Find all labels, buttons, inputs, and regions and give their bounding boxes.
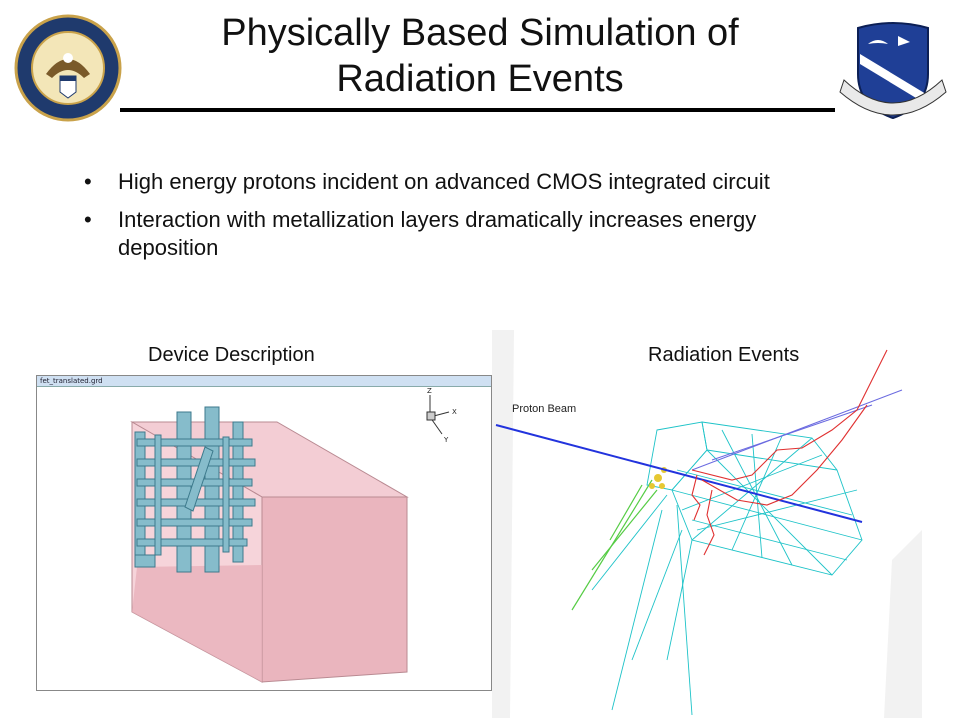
bg-shade-left bbox=[492, 330, 514, 718]
green-tracks bbox=[571, 479, 658, 611]
bullet-list: • High energy protons incident on advanc… bbox=[84, 168, 844, 272]
bullet-item: • Interaction with metallization layers … bbox=[84, 206, 844, 262]
device-3d-render: Z X Y bbox=[130, 387, 457, 683]
secondary-tracks bbox=[691, 389, 903, 471]
bullet-item: • High energy protons incident on advanc… bbox=[84, 168, 844, 196]
bg-shade-right bbox=[884, 530, 922, 718]
bullet-marker: • bbox=[84, 207, 92, 232]
device-description-caption: Device Description bbox=[148, 344, 315, 366]
proton-beam-label: Proton Beam bbox=[512, 403, 576, 415]
bullet-marker: • bbox=[84, 169, 92, 194]
proton-beam-line bbox=[495, 424, 863, 523]
axis-y-label: Y bbox=[443, 436, 449, 444]
box-shade bbox=[132, 565, 262, 682]
figure-window-title: fet_translated.grd bbox=[37, 376, 491, 387]
metallization-layers bbox=[134, 406, 256, 573]
afosr-crest-logo bbox=[839, 22, 947, 120]
dod-seal-logo bbox=[14, 14, 122, 122]
axis-triad bbox=[426, 395, 450, 435]
title-line-1: Physically Based Simulation of bbox=[221, 12, 739, 54]
title-line-2: Radiation Events bbox=[336, 58, 624, 100]
slide-title: Physically Based Simulation of Radiation… bbox=[120, 10, 840, 102]
box-front-face bbox=[261, 496, 408, 683]
red-tracks bbox=[691, 349, 888, 556]
bullet-text: High energy protons incident on advanced… bbox=[118, 169, 770, 194]
axis-x-label: X bbox=[452, 408, 457, 416]
radiation-events-figure: Proton Beam bbox=[492, 330, 922, 718]
axis-z-label: Z bbox=[427, 387, 432, 395]
title-underline bbox=[120, 108, 835, 112]
mesh-wireframe bbox=[591, 421, 863, 716]
bullet-text: Interaction with metallization layers dr… bbox=[118, 207, 757, 260]
radiation-events-caption: Radiation Events bbox=[648, 344, 800, 366]
device-description-figure: fet_translated.grd bbox=[36, 375, 492, 691]
